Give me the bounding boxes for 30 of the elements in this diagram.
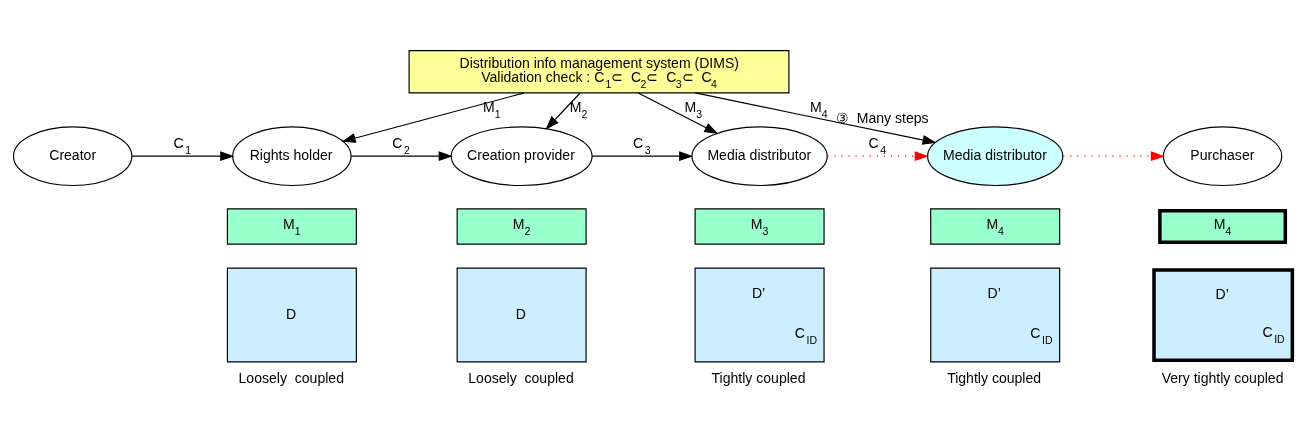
node-ellipse: Media distributor <box>691 125 828 186</box>
arrow <box>341 91 525 143</box>
arrow <box>637 91 719 134</box>
node-label: ③ Many steps <box>835 109 929 126</box>
node-label: Tightly coupled <box>711 369 806 386</box>
node-label: Loosely coupled <box>238 369 344 386</box>
node-ellipse: Purchaser <box>1162 125 1283 186</box>
edge-label: M$_{4}$ <box>809 98 828 120</box>
node-label: Loosely coupled <box>468 369 574 386</box>
arrow <box>694 91 937 145</box>
arrow <box>591 150 694 161</box>
edge-label: M$_{3}$ <box>684 98 703 120</box>
node-ellipse: Creation provider <box>450 125 593 186</box>
node-ellipse: Media distributor <box>926 125 1064 186</box>
arrow <box>131 150 235 161</box>
node-ellipse: Creator <box>12 125 133 186</box>
edge-label: M$_{2}$ <box>569 98 588 120</box>
arrow <box>1062 150 1165 161</box>
arrow <box>826 150 929 161</box>
arrow <box>350 150 453 161</box>
edge-label: C$_{3}$ <box>633 134 651 156</box>
edge-label: C$_{2}$ <box>392 134 410 156</box>
node-label: Tightly coupled <box>947 369 1042 386</box>
edge-label: C$_{1}$ <box>173 134 192 156</box>
node-box: Distribution info management system (DIMS) Validation check : C$_{1}$⊂ C$_{2}$⊂ C$_{3}$⊂ C$_{4}$ <box>408 49 790 93</box>
edge-label: C$_{4}$ <box>868 134 887 156</box>
node-ellipse: Rights holder <box>232 125 352 186</box>
node-label: Very tightly coupled <box>1161 369 1284 386</box>
arrow <box>545 92 581 130</box>
edge-label: M$_{1}$ <box>482 98 501 120</box>
